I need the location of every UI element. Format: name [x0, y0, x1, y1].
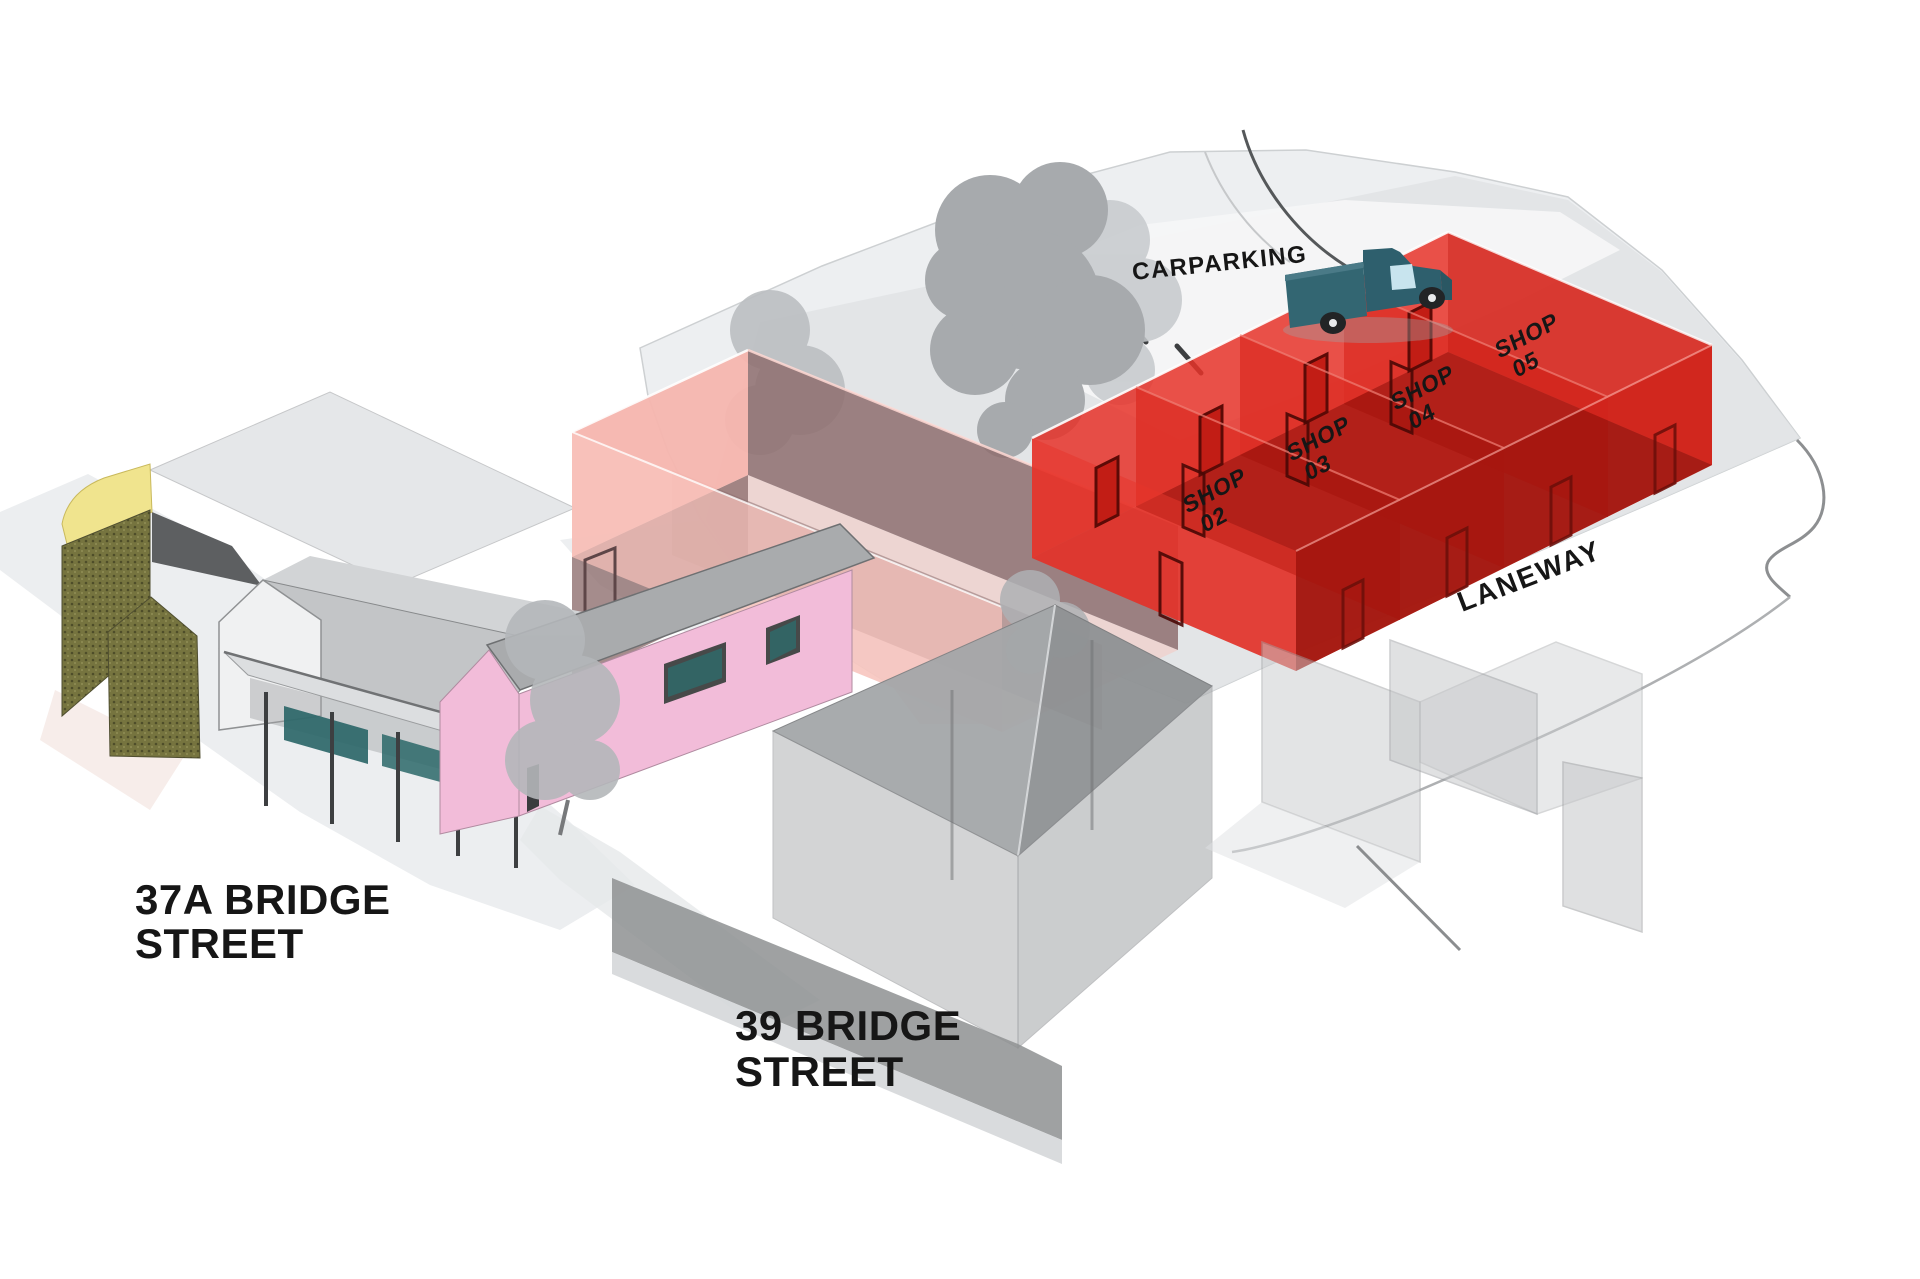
address-37a: 37A BRIDGE STREET	[135, 876, 403, 967]
shop-door	[1198, 403, 1224, 478]
olive-building	[61, 463, 262, 759]
shops-end-top-edge	[1447, 230, 1713, 347]
laneway-curve-right	[1765, 438, 1826, 599]
truck-windshield	[1390, 264, 1416, 290]
shops-divider-top-1	[1135, 386, 1401, 501]
shop-door	[1445, 525, 1469, 599]
tree-big-blob	[925, 162, 1145, 458]
shop-door	[1285, 411, 1310, 488]
truck-hub-rear	[1329, 319, 1337, 327]
salmon-far-wall-inner	[748, 350, 1178, 650]
truck-hub-front	[1428, 294, 1436, 302]
pink-house	[439, 523, 876, 836]
shop-door	[1094, 454, 1120, 529]
truck-bed-lip	[1285, 262, 1363, 281]
shops-divider-top-2	[1239, 334, 1505, 449]
drive-curve-faint	[1204, 151, 1291, 263]
shop-doors-near-wall	[1094, 299, 1433, 529]
shop-door	[1303, 351, 1329, 426]
drive-curve	[1241, 129, 1347, 268]
olive-dark-roof-band	[152, 512, 262, 586]
salmon-top-edge-left	[571, 348, 749, 434]
verandah-window-band	[284, 706, 368, 764]
olive-gable-face	[107, 596, 201, 759]
shop-doors-far-wall	[1341, 422, 1677, 651]
right-fence-line	[1355, 844, 1462, 952]
pickup-truck	[1283, 248, 1453, 343]
right-structures	[1205, 638, 1643, 952]
pink-window-2-glass	[770, 620, 796, 661]
shop-door	[1158, 550, 1184, 628]
shop-doors-dividers	[1158, 359, 1414, 628]
address-39: 39 BRIDGE STREET	[735, 1002, 973, 1095]
shop-door	[1389, 359, 1414, 436]
right-wall-slab	[1389, 638, 1538, 816]
shop-door	[1653, 422, 1677, 496]
warehouse-39	[612, 604, 1213, 1164]
right-floor	[1205, 802, 1420, 908]
house-gable-end	[218, 579, 322, 731]
warehouse-front-band	[612, 878, 1062, 1140]
tree-trunk	[558, 799, 570, 836]
yellow-parapet	[61, 463, 153, 549]
tree-over-pink-house	[505, 600, 620, 800]
shops-right-end-wall	[1448, 232, 1712, 465]
salmon-top-edge-near	[571, 431, 1003, 608]
shop-door	[1341, 577, 1365, 651]
pink-window-1-glass	[668, 648, 722, 697]
warehouse-ridge-highlight	[1017, 604, 1056, 857]
truck-bed	[1285, 262, 1367, 328]
right-tall-panel	[1562, 761, 1643, 934]
shop-door	[1181, 462, 1206, 539]
warehouse-wall-right	[1017, 684, 1213, 1050]
shop-door	[1549, 474, 1573, 548]
warehouse-front-band-light	[612, 952, 1062, 1164]
